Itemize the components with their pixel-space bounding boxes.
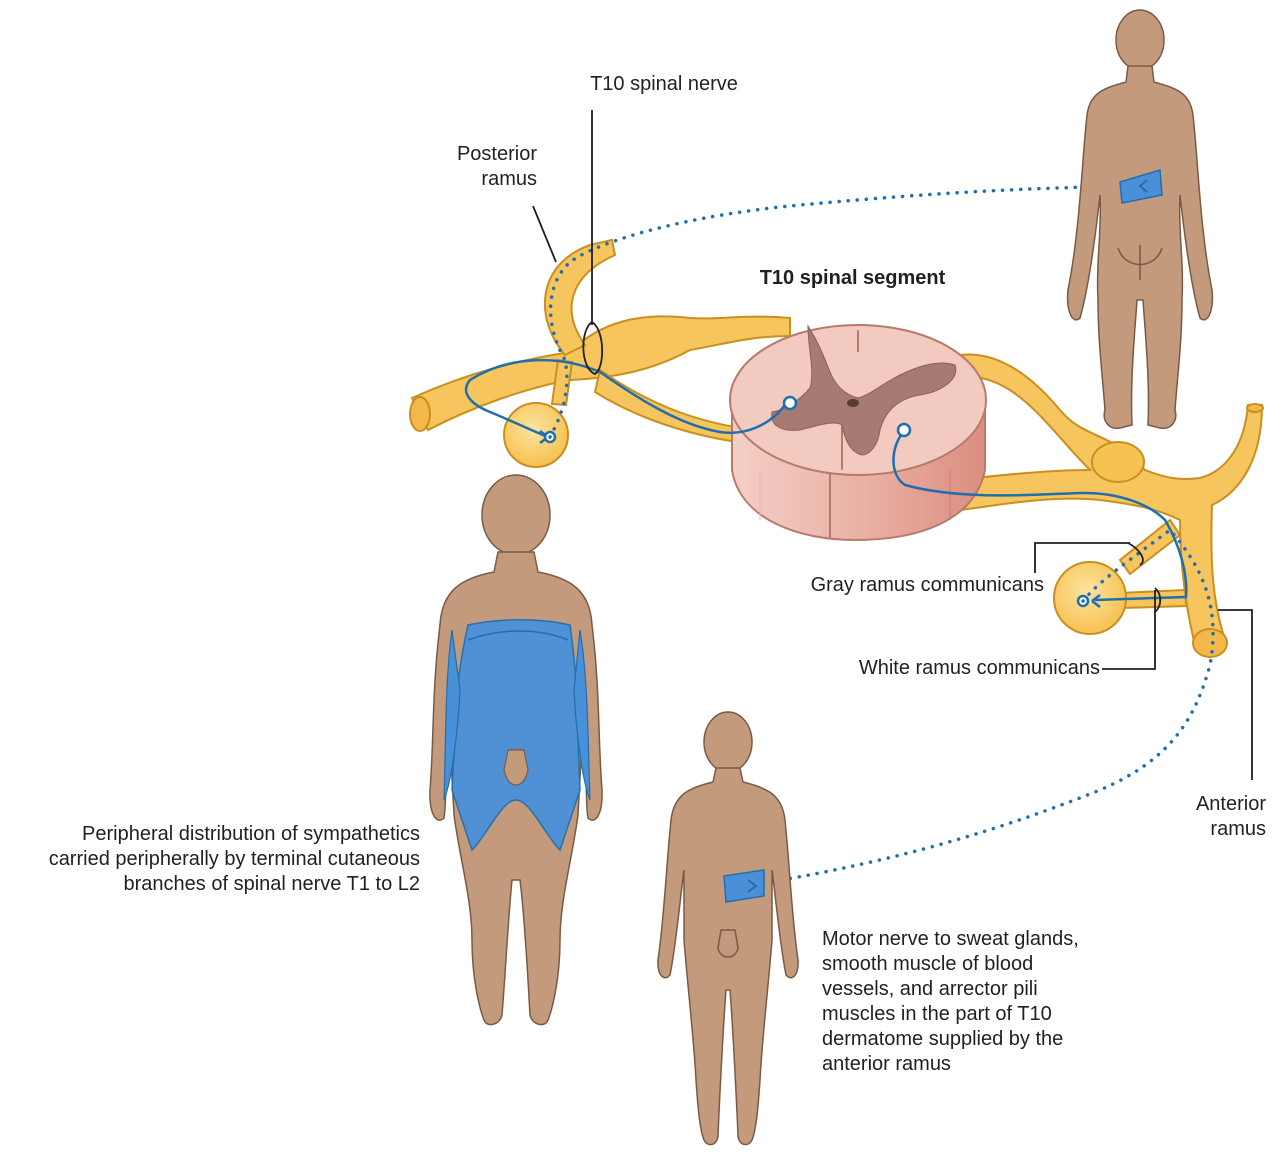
- gray-matter: [771, 324, 957, 456]
- ganglion-right: [1053, 561, 1127, 635]
- label-motor-line5: dermatome supplied by the: [822, 1028, 1064, 1050]
- rami-communicantes: [1118, 518, 1188, 610]
- label-posterior-ramus-line1: Posterior: [456, 143, 537, 165]
- label-motor-line1: Motor nerve to sweat glands,: [822, 928, 1079, 950]
- label-t10-spinal-nerve: T10 spinal nerve: [590, 73, 738, 95]
- label-posterior-ramus: Posterior ramus: [400, 142, 537, 192]
- postganglionic-fibers: [548, 184, 1215, 884]
- dermatome-patch-back: [1119, 169, 1163, 204]
- label-motor-line3: vessels, and arrector pili: [822, 978, 1038, 1000]
- label-peripheral-line3: branches of spinal nerve T1 to L2: [123, 873, 420, 895]
- body-front-t10: [657, 711, 799, 1146]
- leader-lines: [532, 110, 1253, 780]
- label-motor-nerve: Motor nerve to sweat glands, smooth musc…: [822, 927, 1122, 1077]
- label-peripheral-distribution: Peripheral distribution of sympathetics …: [0, 822, 420, 897]
- body-back-view: [1066, 9, 1214, 429]
- spinal-cord-segment: [729, 324, 987, 542]
- posterior-ramus: [544, 238, 617, 357]
- dermatome-patch-front: [723, 869, 765, 903]
- label-posterior-ramus-line2: ramus: [481, 168, 537, 190]
- label-t10-spinal-segment: T10 spinal segment: [759, 267, 946, 289]
- label-white-ramus: White ramus communicans: [858, 657, 1100, 679]
- label-motor-line2: smooth muscle of blood: [822, 953, 1034, 975]
- preganglionic-fibers: [464, 358, 1188, 608]
- label-gray-ramus: Gray ramus communicans: [810, 574, 1044, 596]
- ganglion-left: [503, 358, 574, 468]
- label-anterior-ramus-line1: Anterior: [1195, 793, 1266, 815]
- label-peripheral-line2: carried peripherally by terminal cutaneo…: [48, 848, 420, 870]
- label-anterior-ramus: Anterior ramus: [1160, 792, 1266, 842]
- label-motor-line4: muscles in the part of T10: [822, 1003, 1052, 1025]
- label-anterior-ramus-line2: ramus: [1210, 818, 1266, 840]
- sympathetic-distribution-area: [443, 619, 591, 852]
- nerve-bracket-marks: [582, 321, 1162, 613]
- label-peripheral-line1: Peripheral distribution of sympathetics: [82, 823, 420, 845]
- label-motor-line6: anterior ramus: [822, 1053, 951, 1075]
- spinal-nerve-right: [956, 353, 1264, 658]
